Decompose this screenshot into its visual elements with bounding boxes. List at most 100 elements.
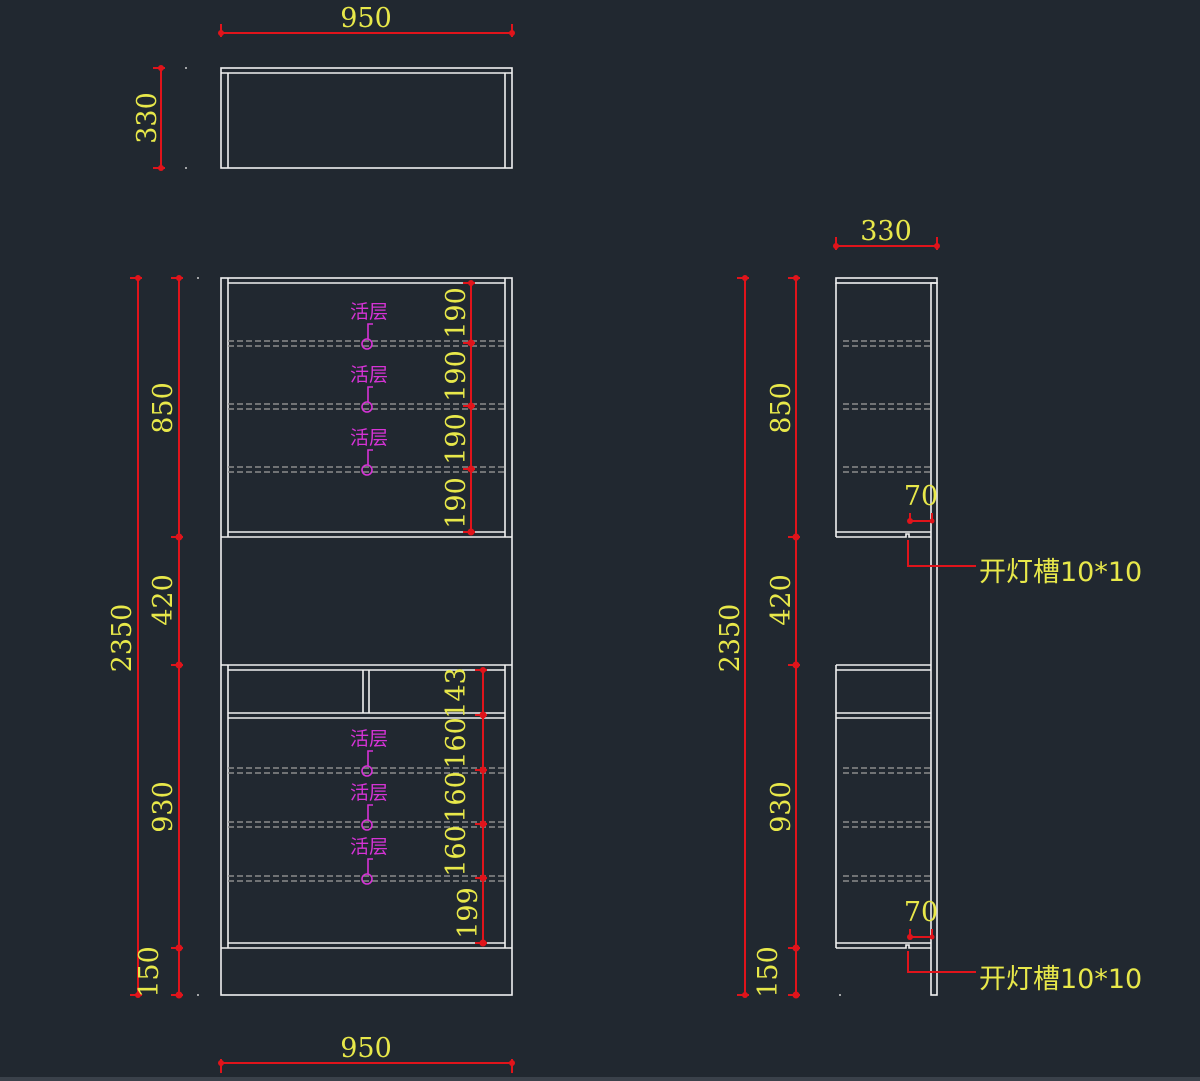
lower-groove-dimension <box>909 929 933 938</box>
dim-node <box>479 766 487 774</box>
shelf-leader <box>367 449 373 465</box>
dim-node <box>929 518 935 524</box>
side-segment-label-upper: 850 <box>766 382 797 434</box>
front-segment-label-base: 150 <box>134 946 165 998</box>
dim-node <box>468 280 474 286</box>
upper-groove-dimension <box>909 513 933 522</box>
side-segment-label-base: 150 <box>753 946 784 998</box>
dim-node <box>175 944 183 952</box>
shelf-leader <box>367 750 373 766</box>
dim-node <box>792 661 800 669</box>
side-segment-label-lower: 930 <box>766 781 797 833</box>
front-outline <box>220 277 513 996</box>
dim-node <box>792 991 800 999</box>
dim-node <box>218 1060 224 1066</box>
side-total-height-label: 2350 <box>715 604 746 673</box>
side-view <box>835 277 938 996</box>
dim-node <box>833 243 839 249</box>
shelf-marker: 活层 <box>350 301 388 350</box>
dim-node <box>907 934 913 940</box>
shelf-pin-icon <box>361 464 373 476</box>
dim-node <box>509 30 515 36</box>
dim-node <box>792 944 800 952</box>
shelf-marker: 活层 <box>350 836 388 885</box>
shelf-marker: 活层 <box>350 728 388 777</box>
shelf-leader <box>367 323 373 339</box>
upper-groove-offset-label: 70 <box>904 481 938 512</box>
plan-width-label: 950 <box>340 3 392 34</box>
shelf-label: 活层 <box>350 427 388 449</box>
upper-groove-note: 开灯槽10*10 <box>979 557 1142 588</box>
dim-node <box>934 243 940 249</box>
shelf-marker: 活层 <box>350 364 388 413</box>
shelf-marker: 活层 <box>350 782 388 831</box>
shelf-leader <box>367 858 373 874</box>
dim-node <box>907 518 913 524</box>
lower-groove-note: 开灯槽10*10 <box>979 964 1142 995</box>
front-total-height-label: 2350 <box>107 604 138 673</box>
dim-node <box>479 874 487 882</box>
dim-node <box>176 275 182 281</box>
dim-node <box>135 275 141 281</box>
upper-spacing-label: 190 <box>441 413 472 465</box>
dim-node <box>218 30 224 36</box>
lower-groove-leader <box>907 951 976 973</box>
front-segment-label-middle: 420 <box>148 574 179 626</box>
upper-spacing-label: 190 <box>441 477 472 529</box>
dim-node <box>742 275 748 281</box>
dim-node <box>479 820 487 828</box>
front-segment-label-upper: 850 <box>148 382 179 434</box>
dim-node <box>479 711 487 719</box>
shelf-label: 活层 <box>350 301 388 323</box>
shelf-label: 活层 <box>350 836 388 858</box>
lower-spacing-label: 160 <box>441 825 472 877</box>
dim-node <box>467 465 475 473</box>
dim-node <box>467 402 475 410</box>
dim-node <box>467 528 475 536</box>
dim-node <box>793 275 799 281</box>
dim-node <box>175 991 183 999</box>
upper-groove-leader <box>907 540 976 567</box>
dim-node <box>158 165 164 171</box>
snap-points <box>185 67 841 996</box>
front-view <box>220 277 513 996</box>
shelf-label: 活层 <box>350 728 388 750</box>
shelf-pin-icon <box>361 401 373 413</box>
status-bar-edge <box>0 1077 1200 1081</box>
dim-node <box>929 934 935 940</box>
dim-node <box>135 992 141 998</box>
front-bottom-width-label: 950 <box>340 1033 392 1064</box>
shelf-label: 活层 <box>350 782 388 804</box>
side-depth-label: 330 <box>860 216 912 247</box>
plan-outline <box>220 67 513 169</box>
dim-node <box>509 1060 515 1066</box>
shelf-pin-icon <box>361 873 373 885</box>
front-segment-label-lower: 930 <box>148 781 179 833</box>
dim-node <box>742 992 748 998</box>
shelf-label: 活层 <box>350 364 388 386</box>
shelf-marker: 活层 <box>350 427 388 476</box>
shelf-pin-icon <box>361 765 373 777</box>
shelf-pin-icon <box>361 338 373 350</box>
dim-node <box>479 939 487 947</box>
lower-spacing-label: 160 <box>441 771 472 823</box>
front-hidden-shelves <box>228 340 505 882</box>
lower-spacing-label: 199 <box>453 887 484 939</box>
lower-groove-offset-label: 70 <box>904 897 938 928</box>
side-back-panel <box>930 282 938 996</box>
dim-node <box>792 533 800 541</box>
upper-spacing-label: 190 <box>441 287 472 339</box>
upper-spacing-label: 190 <box>441 350 472 402</box>
plan-view <box>220 67 513 169</box>
side-segment-label-middle: 420 <box>766 574 797 626</box>
side-hidden-shelves <box>843 340 931 882</box>
dim-node <box>175 533 183 541</box>
lower-spacing-label: 143 <box>441 667 472 719</box>
shelf-leader <box>367 804 373 820</box>
dim-node <box>480 667 486 673</box>
plan-depth-label: 330 <box>132 92 163 144</box>
lower-spacing-label: 160 <box>441 717 472 769</box>
shelf-leader <box>367 386 373 402</box>
